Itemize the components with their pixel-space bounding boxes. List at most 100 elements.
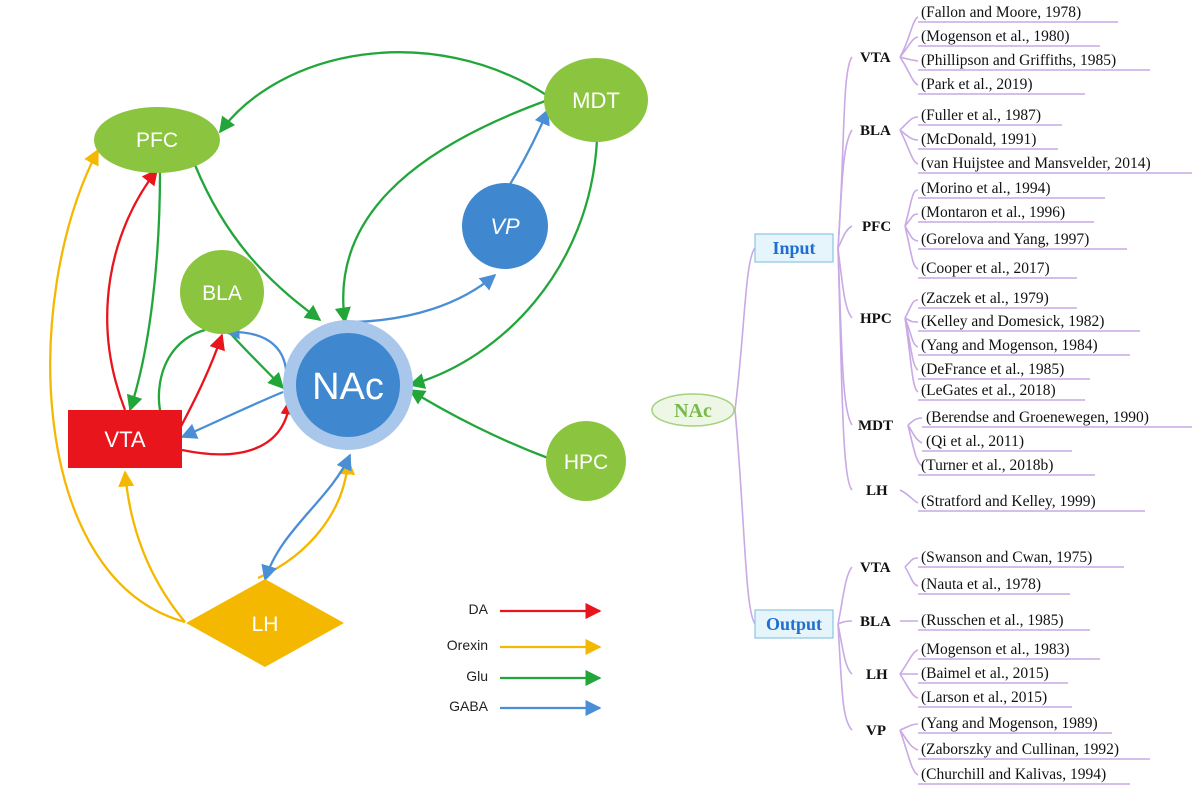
ref-item: (Fuller et al., 1987) — [921, 107, 1041, 124]
legend-item-da: DA — [469, 601, 602, 620]
reference-tree — [734, 16, 1192, 785]
tree-links-out-vp-refs — [899, 723, 919, 776]
edge-lh-to-vta — [118, 470, 186, 623]
ref-item: (Mogenson et al., 1983) — [921, 641, 1070, 658]
edge-vta-to-bla — [176, 333, 225, 433]
node-vp: VP — [462, 183, 548, 269]
legend-item-orexin: Orexin — [447, 637, 602, 656]
ref-item: (Zaborszky and Cullinan, 1992) — [921, 741, 1119, 758]
node-lh: LH — [186, 579, 344, 667]
node-nac: NAc — [283, 320, 413, 450]
region-label-bla: BLA — [860, 123, 891, 139]
edge-mdt-to-nac — [334, 98, 549, 324]
ref-underlines — [918, 21, 1192, 785]
tree-link-output-vta — [837, 566, 853, 625]
ref-item: (Yang and Mogenson, 1989) — [921, 715, 1098, 732]
ref-item: (Swanson and Cwan, 1975) — [921, 549, 1092, 566]
tree-output-label: Output — [766, 614, 822, 634]
region-label-hpc: HPC — [860, 311, 892, 327]
node-nac-label: NAc — [312, 366, 384, 408]
region-label-pfc: PFC — [862, 219, 891, 235]
tree-root-label: NAc — [674, 400, 712, 422]
node-pfc: PFC — [94, 107, 220, 173]
ref-item: (Kelley and Domesick, 1982) — [921, 313, 1104, 330]
legend-label-glu: Glu — [466, 668, 488, 684]
out-region-label-lh: LH — [866, 667, 888, 683]
ref-item: (Zaczek et al., 1979) — [921, 290, 1049, 307]
node-vp-label: VP — [490, 214, 520, 239]
region-label-lh: LH — [866, 483, 888, 499]
ref-item: (Qi et al., 2011) — [926, 433, 1024, 450]
ref-item: (Churchill and Kalivas, 1994) — [921, 766, 1106, 783]
edge-mdt-to-pfc — [219, 51, 549, 134]
region-label-vta: VTA — [860, 50, 891, 66]
tree-output-node: Output — [754, 609, 834, 639]
node-mdt: MDT — [544, 58, 648, 142]
tree-links-out-vta-refs — [904, 557, 919, 587]
edge-vta-to-pfc — [106, 168, 158, 411]
ref-item: (Berendse and Groenewegen, 1990) — [926, 409, 1149, 426]
legend-label-gaba: GABA — [449, 698, 489, 714]
legend-item-gaba: GABA — [449, 698, 602, 717]
tree-input-node: Input — [754, 233, 834, 263]
tree-link-root-output — [734, 409, 756, 625]
tree-links-out-lh-refs — [899, 649, 919, 699]
ref-item: (van Huijstee and Mansvelder, 2014) — [921, 155, 1151, 172]
ref-item: (DeFrance et al., 1985) — [921, 361, 1064, 378]
edge-nac-to-vta — [180, 390, 284, 439]
legend: DA Orexin Glu GABA — [447, 601, 602, 717]
ref-item: (Stratford and Kelley, 1999) — [921, 493, 1096, 510]
node-bla-label: BLA — [202, 282, 242, 305]
edge-nac-lh-bidirectional — [261, 453, 352, 582]
ref-item: (Gorelova and Yang, 1997) — [921, 231, 1089, 248]
tree-link-input-hpc — [837, 247, 853, 319]
ref-item: (Park et al., 2019) — [921, 76, 1032, 93]
tree-link-output-vp — [837, 623, 853, 731]
ref-item: (Baimel et al., 2015) — [921, 665, 1049, 682]
ref-item: (Larson et al., 2015) — [921, 689, 1047, 706]
edge-mdt-to-nac-2 — [408, 139, 599, 389]
legend-label-da: DA — [469, 601, 489, 617]
ref-item: (Mogenson et al., 1980) — [921, 28, 1070, 45]
tree-link-input-lh — [837, 247, 853, 491]
edge-pfc-to-vta — [126, 171, 162, 412]
input-region-labels: VTA BLA PFC HPC MDT LH — [858, 50, 893, 499]
out-region-label-bla: BLA — [860, 614, 891, 630]
node-vta: VTA — [68, 410, 182, 468]
output-references: (Swanson and Cwan, 1975) (Nauta et al., … — [921, 549, 1119, 783]
edge-pfc-to-nac — [193, 164, 322, 321]
node-lh-label: LH — [252, 613, 279, 636]
legend-label-orexin: Orexin — [447, 637, 488, 653]
tree-links-hpc-refs — [904, 299, 919, 393]
node-hpc: HPC — [546, 421, 626, 501]
legend-item-glu: Glu — [466, 668, 602, 687]
ref-item: (Morino et al., 1994) — [921, 180, 1051, 197]
ref-item: (Cooper et al., 2017) — [921, 260, 1050, 277]
node-pfc-label: PFC — [136, 129, 178, 152]
ref-item: (Turner et al., 2018b) — [921, 457, 1053, 474]
ref-item: (Fallon and Moore, 1978) — [921, 4, 1081, 21]
tree-input-label: Input — [772, 238, 815, 258]
node-bla: BLA — [180, 250, 264, 334]
edge-hpc-to-nac — [408, 389, 549, 460]
tree-links-bla-refs — [899, 116, 919, 165]
edge-vta-to-nac — [181, 398, 297, 456]
node-vta-label: VTA — [104, 427, 145, 452]
ref-item: (Yang and Mogenson, 1984) — [921, 337, 1098, 354]
tree-link-output-bla — [837, 620, 853, 625]
tree-link-root-input — [734, 247, 756, 411]
region-label-mdt: MDT — [858, 418, 893, 434]
tree-links-vta-refs — [899, 16, 919, 86]
ref-item: (Nauta et al., 1978) — [921, 576, 1041, 593]
node-mdt-label: MDT — [572, 88, 620, 113]
edge-nac-to-vp — [354, 273, 497, 324]
out-region-label-vp: VP — [866, 723, 886, 739]
output-region-labels: VTA BLA LH VP — [860, 560, 891, 739]
tree-root-node: NAc — [651, 393, 735, 427]
tree-links-pfc-refs — [904, 189, 919, 270]
ref-item: (Montaron et al., 1996) — [921, 204, 1065, 221]
tree-link-input-pfc — [837, 225, 853, 249]
ref-item: (LeGates et al., 2018) — [921, 382, 1056, 399]
ref-item: (Phillipson and Griffiths, 1985) — [921, 52, 1116, 69]
